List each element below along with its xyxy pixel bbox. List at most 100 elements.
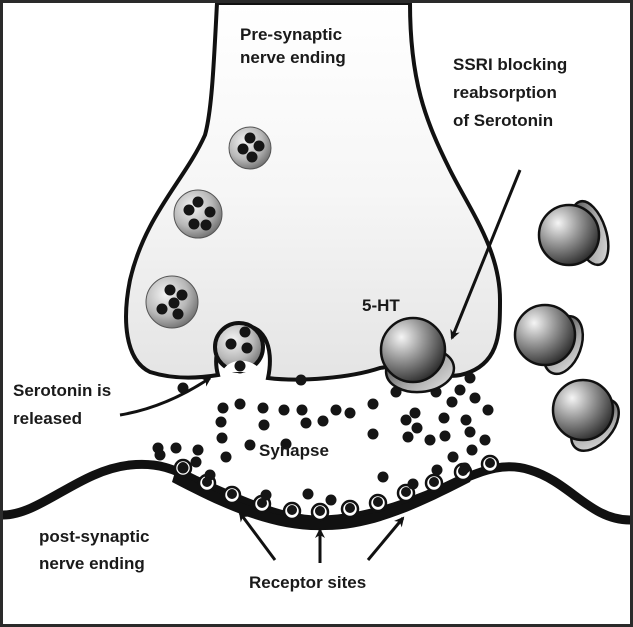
- serotonin-molecule: [278, 404, 290, 416]
- bound-serotonin: [401, 487, 411, 497]
- ssri-blocking-reuptake: [379, 316, 456, 394]
- bound-serotonin: [227, 489, 237, 499]
- bound-serotonin: [178, 462, 188, 472]
- serotonin-molecule: [482, 404, 494, 416]
- arrow-ssri: [450, 169, 522, 340]
- serotonin-molecule: [469, 392, 481, 404]
- serotonin-molecule: [260, 489, 272, 501]
- serotonin-molecule: [257, 402, 269, 414]
- vesicle-molecule: [204, 206, 216, 218]
- bound-serotonin: [429, 477, 439, 487]
- released-label-line1: Serotonin is: [13, 381, 112, 400]
- serotonin-molecule: [317, 415, 329, 427]
- serotonin-molecule: [400, 414, 412, 426]
- serotonin-molecule: [454, 384, 466, 396]
- bound-serotonin: [485, 458, 495, 468]
- ssri-ball: [537, 203, 601, 267]
- serotonin-molecules: [152, 358, 495, 516]
- vesicle-2: [173, 189, 223, 239]
- serotonin-molecule: [295, 374, 307, 386]
- pre-synaptic-label-line2: nerve ending: [240, 48, 346, 67]
- bound-serotonin: [458, 466, 468, 476]
- bound-serotonin: [287, 505, 297, 515]
- serotonin-molecule: [192, 444, 204, 456]
- vesicle-molecule: [192, 196, 204, 208]
- bound-serotonin: [373, 497, 383, 507]
- ssri-free-2: [513, 303, 585, 376]
- vesicle-molecule: [176, 289, 188, 301]
- vesicle-1: [228, 126, 272, 170]
- serotonin-molecule: [464, 426, 476, 438]
- ssri-ball: [513, 303, 577, 367]
- five-ht-label: 5-HT: [362, 296, 400, 315]
- serotonin-molecule: [330, 404, 342, 416]
- post-synaptic-label: post-synaptic nerve ending: [39, 523, 150, 577]
- serotonin-molecule: [409, 407, 421, 419]
- serotonin-molecule: [460, 414, 472, 426]
- serotonin-molecule: [464, 372, 476, 384]
- serotonin-molecule: [296, 404, 308, 416]
- vesicle-3: [145, 275, 199, 329]
- serotonin-molecule: [446, 396, 458, 408]
- vesicle-molecule: [200, 219, 212, 231]
- serotonin-molecule: [424, 434, 436, 446]
- bound-serotonin: [202, 477, 212, 487]
- ssri-label-line1: SSRI blocking: [453, 55, 568, 74]
- ssri-label-line2: reabsorption: [453, 83, 557, 102]
- serotonin-molecule: [367, 398, 379, 410]
- serotonin-molecule: [234, 398, 246, 410]
- vesicle-molecule: [244, 132, 256, 144]
- ssri-label: SSRI blocking reabsorption of Serotonin: [453, 51, 567, 135]
- vesicle-molecule: [239, 326, 251, 338]
- serotonin-molecule: [367, 428, 379, 440]
- vesicle-molecule: [225, 338, 237, 350]
- vesicle-molecule: [164, 284, 176, 296]
- arrow-receptor-left: [238, 511, 277, 561]
- serotonin-molecule: [244, 439, 256, 451]
- vesicle-molecule: [237, 143, 249, 155]
- bound-serotonin: [257, 498, 267, 508]
- serotonin-molecule: [377, 471, 389, 483]
- ssri-ball: [551, 378, 615, 442]
- vesicle-molecule: [188, 218, 200, 230]
- serotonin-molecule: [479, 434, 491, 446]
- serotonin-molecule: [258, 419, 270, 431]
- serotonin-molecule: [302, 488, 314, 500]
- post-synaptic-label-line1: post-synaptic: [39, 527, 150, 546]
- diagram-artwork: [3, 3, 630, 563]
- released-label: Serotonin is released: [13, 377, 111, 433]
- serotonin-molecule: [431, 464, 443, 476]
- bound-serotonin: [345, 503, 355, 513]
- synapse-label: Synapse: [259, 441, 329, 460]
- serotonin-molecule: [325, 494, 337, 506]
- vesicles: [145, 126, 272, 373]
- post-synaptic-label-line2: nerve ending: [39, 554, 145, 573]
- serotonin-molecule: [438, 412, 450, 424]
- vesicle-molecule: [253, 140, 265, 152]
- serotonin-molecule: [402, 431, 414, 443]
- serotonin-molecule: [344, 407, 356, 419]
- serotonin-molecule: [439, 430, 451, 442]
- pre-synaptic-label: Pre-synaptic nerve ending: [240, 23, 346, 69]
- ssri-molecules: [379, 199, 620, 452]
- serotonin-molecule: [154, 449, 166, 461]
- serotonin-molecule: [407, 478, 419, 490]
- ssri-free-1: [537, 199, 610, 267]
- pre-synaptic-terminal: [124, 3, 503, 382]
- vesicle-molecule: [241, 342, 253, 354]
- serotonin-molecule: [220, 451, 232, 463]
- serotonin-molecule: [170, 442, 182, 454]
- receptor-sites-label: Receptor sites: [249, 573, 367, 592]
- serotonin-molecule: [280, 438, 292, 450]
- ssri-ball: [379, 316, 447, 384]
- ssri-free-3: [551, 378, 620, 452]
- serotonin-molecule: [234, 360, 246, 372]
- serotonin-molecule: [215, 416, 227, 428]
- ssri-label-line3: of Serotonin: [453, 111, 554, 130]
- serotonin-molecule: [466, 444, 478, 456]
- serotonin-molecule: [300, 417, 312, 429]
- serotonin-molecule: [216, 432, 228, 444]
- vesicle-releasing: [213, 321, 265, 373]
- arrow-released: [119, 376, 212, 417]
